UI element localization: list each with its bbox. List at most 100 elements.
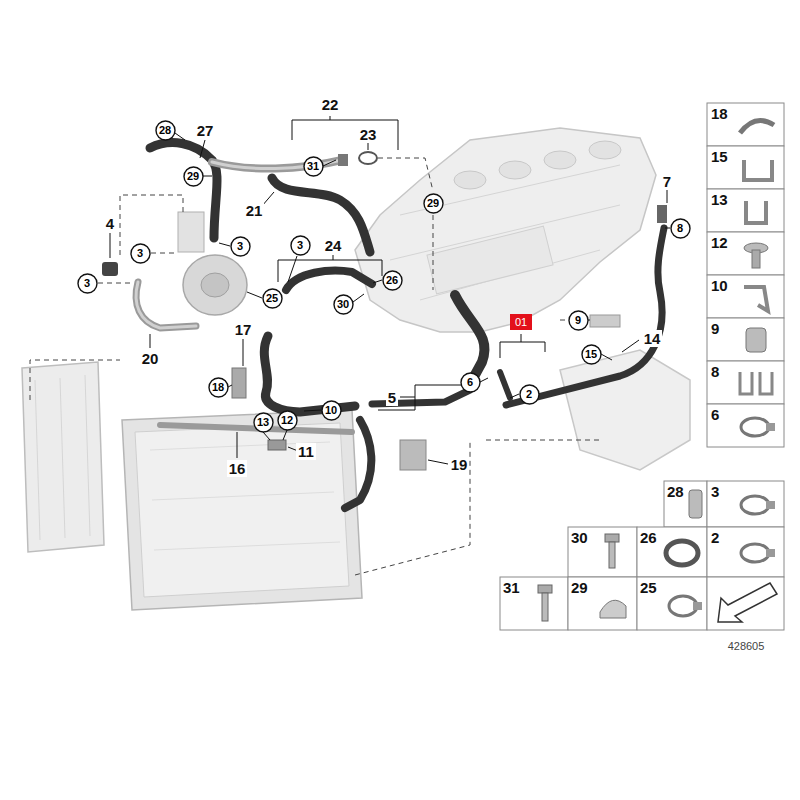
leader-lines — [378, 385, 462, 410]
callout-number: 26 — [386, 275, 398, 286]
leader-lines — [428, 460, 448, 464]
leader-lines — [243, 339, 244, 366]
part-icons — [600, 600, 626, 618]
callout-circle: 30 — [333, 294, 354, 315]
part-icons — [538, 121, 777, 623]
callout-circle-outline — [209, 378, 228, 397]
callout-circle-outline — [291, 236, 310, 255]
coolant-hoses — [286, 271, 372, 290]
callout-circle-outline — [78, 274, 97, 293]
radiator — [22, 362, 104, 552]
water-pump — [178, 212, 204, 252]
part-icons — [669, 596, 697, 616]
coolant-hoses — [136, 282, 196, 328]
callout-circle: 15 — [581, 344, 602, 365]
coolant-hoses — [272, 178, 370, 252]
callout-circle-outline — [278, 411, 297, 430]
table-cell-number: 28 — [667, 484, 684, 499]
expansion-tank — [560, 350, 690, 470]
table-cell-number: 25 — [640, 580, 657, 595]
dashed-guide-lines — [120, 195, 183, 255]
parts-table — [637, 527, 707, 577]
callout-number: 13 — [257, 417, 269, 428]
coolant-hoses — [264, 336, 355, 412]
callout-circle: 13 — [253, 412, 274, 433]
table-cell-number: 18 — [711, 106, 728, 121]
part-icons — [740, 121, 774, 134]
leader-lines — [175, 133, 185, 140]
callout-number: 4 — [104, 215, 116, 232]
callout-circle: 3 — [290, 235, 311, 256]
dashed-guide-lines — [30, 360, 120, 400]
part-icons — [538, 585, 552, 593]
leader-lines — [110, 116, 670, 464]
parts-table — [707, 318, 784, 361]
table-cell-number: 30 — [571, 530, 588, 545]
table-cell-number: 31 — [503, 580, 520, 595]
parts-table — [664, 481, 707, 527]
callout-circle-outline — [322, 401, 341, 420]
parts-table — [707, 527, 784, 577]
parts-table — [707, 577, 784, 630]
callout-number: 19 — [449, 456, 470, 473]
callout-circle: 8 — [670, 218, 691, 239]
radiator — [35, 380, 40, 540]
fittings — [338, 154, 348, 166]
dashed-guide-lines — [98, 283, 134, 284]
engine-block — [454, 171, 486, 189]
callout-number: 2 — [526, 389, 532, 400]
parts-table — [707, 103, 784, 146]
table-cell-number: 26 — [640, 530, 657, 545]
part-icons — [766, 423, 775, 431]
callout-number: 23 — [358, 126, 379, 143]
callout-circle: 28 — [155, 120, 176, 141]
callout-number: 11 — [296, 443, 316, 460]
callout-circle-outline — [520, 385, 539, 404]
callout-circle: 29 — [423, 193, 444, 214]
leader-lines — [510, 394, 519, 398]
callout-number: 16 — [227, 460, 248, 477]
part-icons — [689, 490, 702, 518]
coolant-hoses — [455, 295, 485, 384]
callout-number: 25 — [266, 293, 278, 304]
callout-circle-outline — [231, 237, 250, 256]
leader-lines — [353, 294, 364, 302]
engine-block — [355, 128, 656, 332]
parts-table — [500, 577, 568, 630]
callout-number: 3 — [237, 241, 243, 252]
callout-number: 30 — [337, 299, 349, 310]
callout-number: 29 — [187, 171, 199, 182]
callout-circle-outline — [671, 219, 690, 238]
table-cell-number: 15 — [711, 149, 728, 164]
callout-circle: 18 — [208, 377, 229, 398]
table-cell-number: 10 — [711, 278, 728, 293]
callout-circle: 26 — [382, 270, 403, 291]
part-icons — [666, 541, 698, 565]
drawing-number: 428605 — [728, 641, 765, 652]
radiator — [22, 362, 362, 610]
fittings — [590, 315, 620, 327]
callout-number: 22 — [320, 96, 341, 113]
callout-number: 18 — [212, 382, 224, 393]
leader-lines — [601, 354, 612, 360]
fittings — [102, 152, 667, 470]
table-cell-number: 29 — [571, 580, 588, 595]
leader-lines — [203, 176, 212, 177]
callout-number: 8 — [677, 223, 683, 234]
coolant-hoses — [150, 143, 217, 238]
part-icons — [542, 593, 548, 621]
callout-circle: 6 — [460, 372, 481, 393]
parts-table — [707, 232, 784, 275]
callout-number: 3 — [297, 240, 303, 251]
part-icons — [740, 372, 772, 394]
highlight-callout: 01 — [510, 314, 532, 330]
part-icons — [744, 287, 768, 311]
engine-block — [544, 151, 576, 169]
callout-number: 27 — [195, 122, 216, 139]
parts-table — [637, 577, 707, 630]
dashed-guide-lines — [151, 253, 176, 254]
callout-number: 24 — [323, 237, 344, 254]
callout-number: 21 — [244, 202, 265, 219]
leader-lines — [368, 143, 369, 150]
